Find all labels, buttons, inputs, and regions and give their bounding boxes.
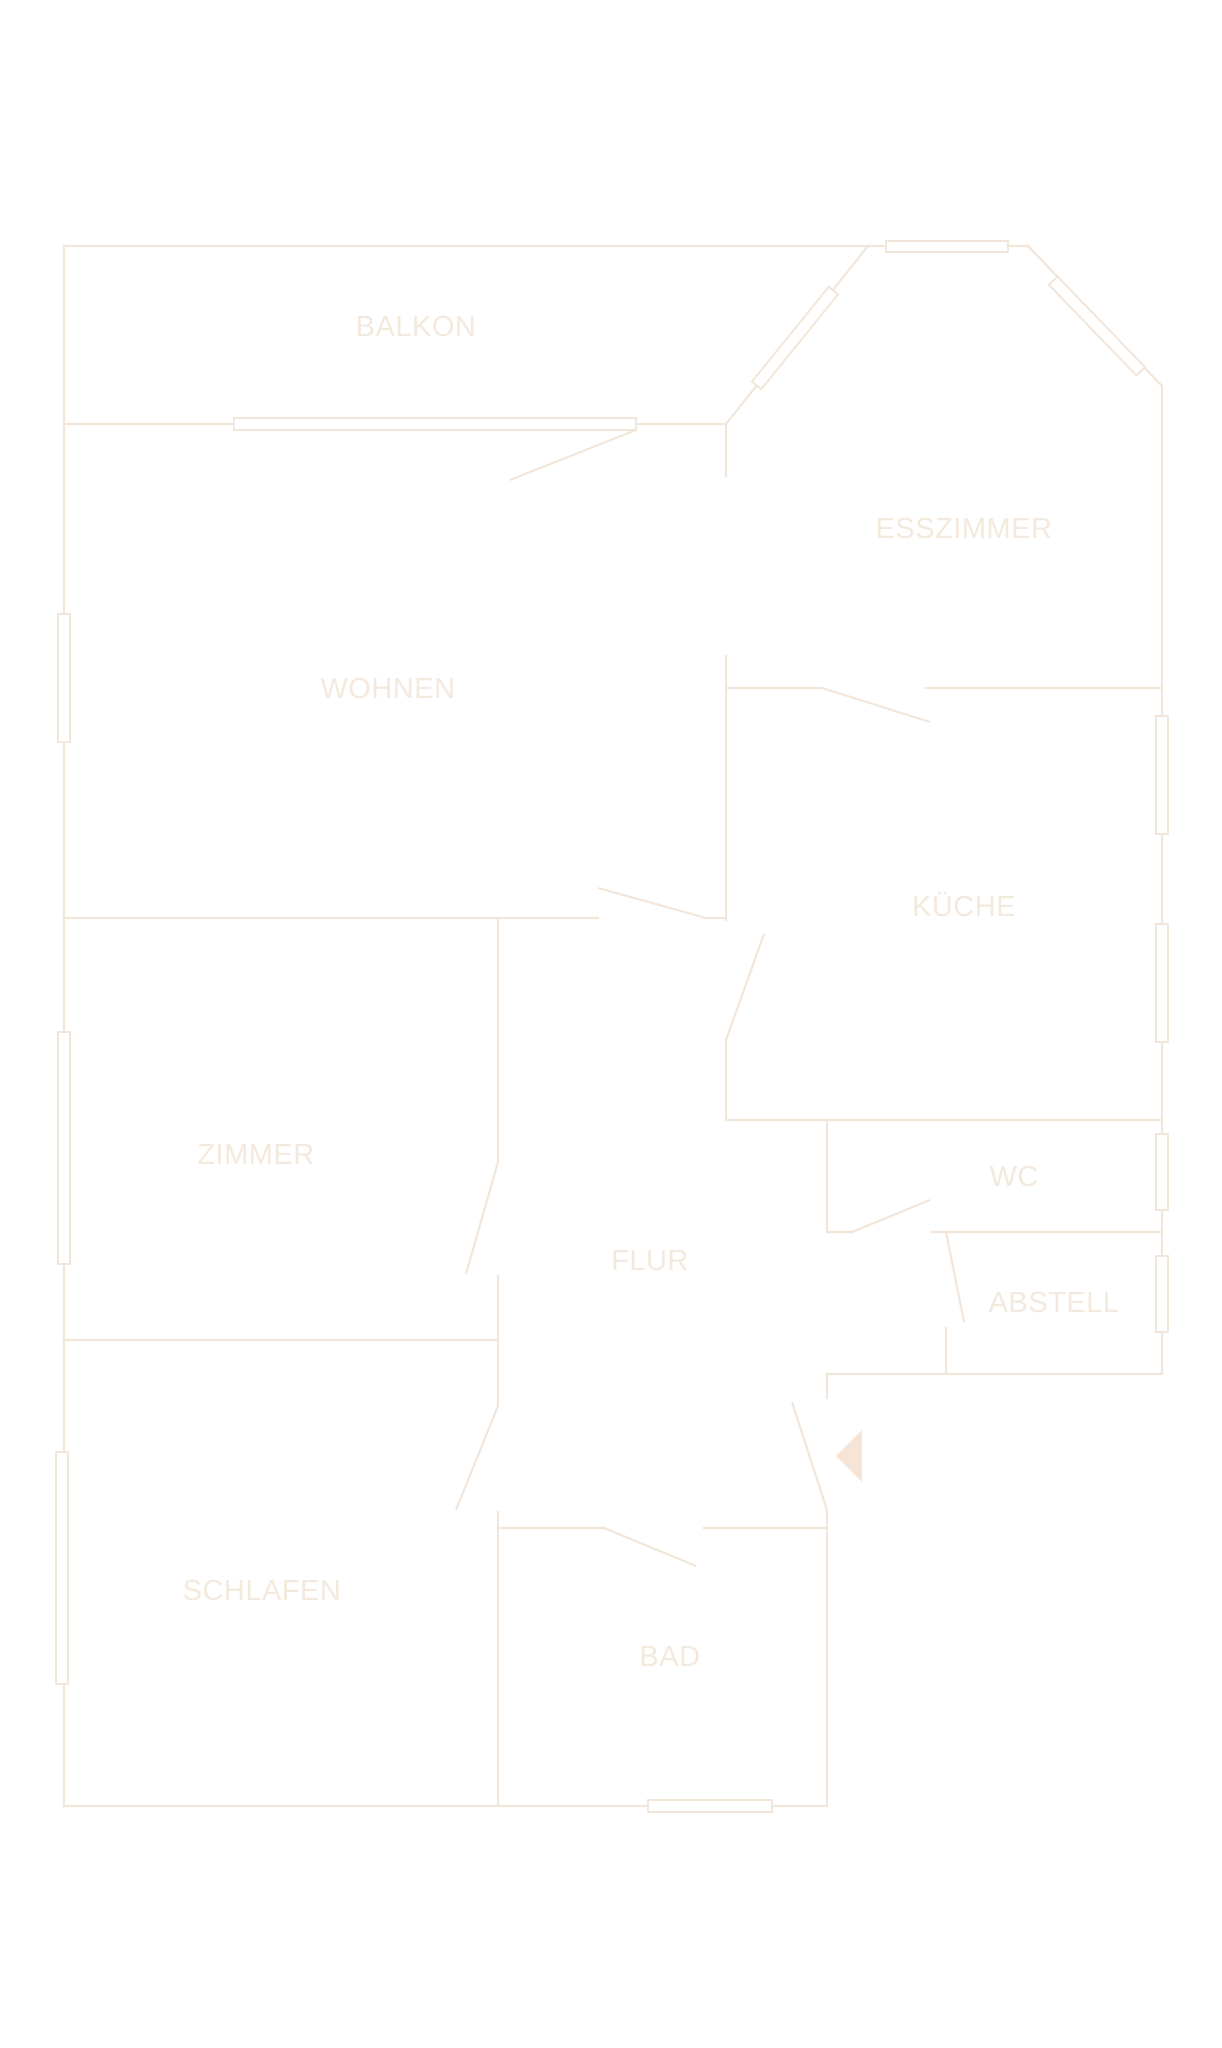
room-label-bad: BAD: [639, 1641, 700, 1673]
entrance-arrow-icon: [836, 1430, 862, 1482]
door-balcony: [509, 428, 637, 482]
room-label-schlafen: SCHLAFEN: [183, 1575, 342, 1607]
window-storage: [1155, 1255, 1169, 1333]
window-bath: [647, 1799, 773, 1813]
door-bath: [603, 1526, 697, 1568]
door-wc: [851, 1198, 931, 1234]
outer-walls: [62, 244, 1164, 1808]
door-living: [597, 886, 707, 920]
window-kitchen-1: [1155, 715, 1169, 835]
window-living: [57, 613, 71, 743]
door-entrance: [790, 1401, 829, 1511]
window-wc: [1155, 1133, 1169, 1211]
room-label-kueche: KÜCHE: [912, 891, 1016, 923]
room-label-esszimmer: ESSZIMMER: [876, 513, 1053, 545]
window-top-bay: [885, 240, 1009, 253]
window-bay-right: [1047, 275, 1147, 377]
room-labels: BALKON ESSZIMMER WOHNEN KÜCHE ZIMMER FLU…: [183, 311, 1120, 1673]
door-bedroom: [454, 1405, 500, 1511]
windows: [55, 240, 1169, 1813]
room-label-zimmer: ZIMMER: [197, 1139, 314, 1171]
door-room: [464, 1161, 500, 1275]
window-balcony-door: [233, 417, 637, 431]
room-label-wc: WC: [989, 1161, 1038, 1193]
doors: [454, 428, 966, 1568]
room-label-flur: FLUR: [611, 1245, 689, 1277]
room-label-balkon: BALKON: [356, 311, 477, 343]
window-room: [57, 1031, 71, 1265]
door-storage: [944, 1231, 966, 1323]
window-bedroom: [55, 1451, 69, 1685]
room-label-wohnen: WOHNEN: [320, 673, 455, 705]
door-dining-kitchen: [821, 686, 931, 724]
door-kitchen: [724, 933, 766, 1041]
window-bay-left: [750, 285, 840, 391]
room-label-abstell: ABSTELL: [989, 1287, 1120, 1319]
interior-walls: [62, 422, 1164, 1808]
window-kitchen-2: [1155, 923, 1169, 1043]
